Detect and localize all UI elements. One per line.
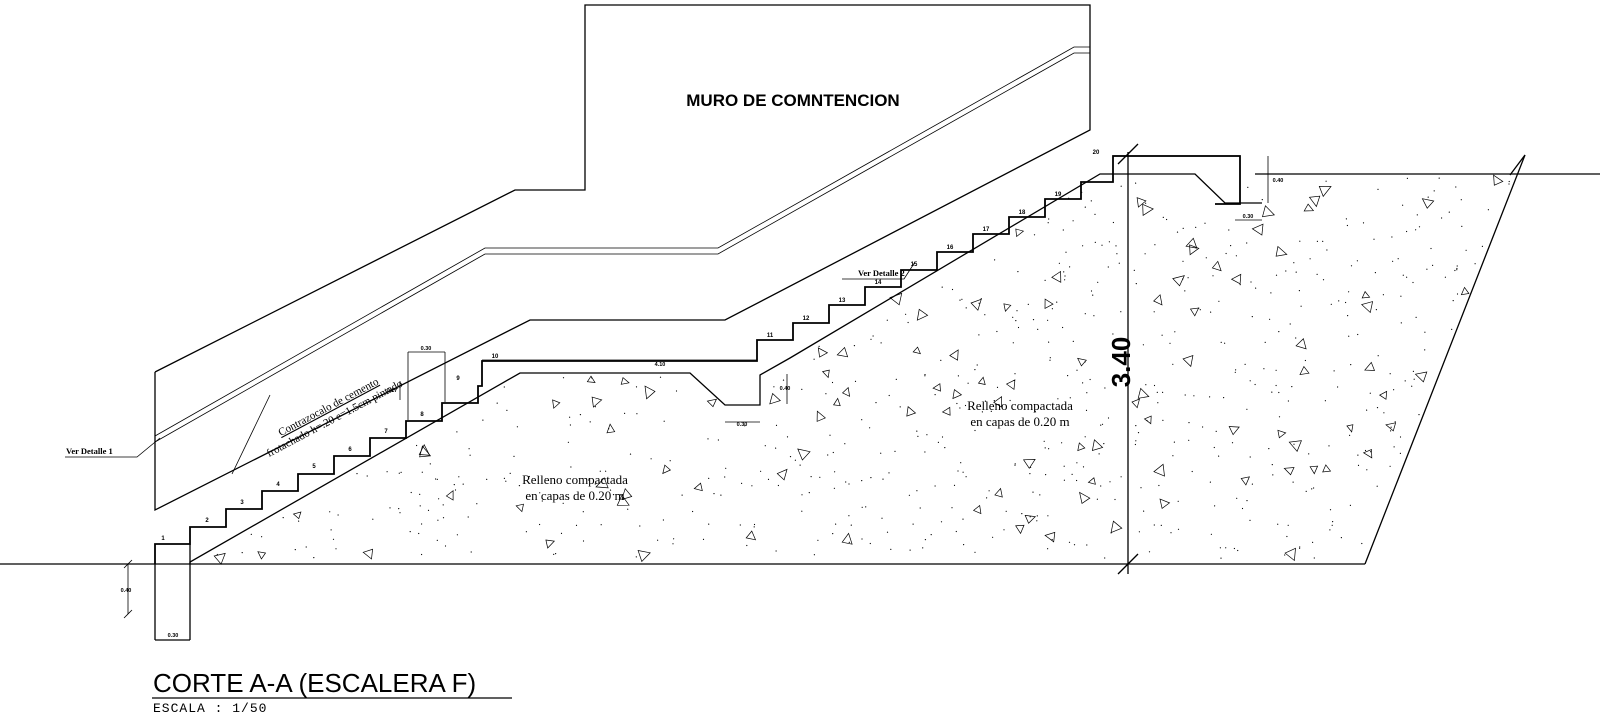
detail-ref-2-leader xyxy=(842,261,916,280)
fill-label-right-line2: en capas de 0.20 m xyxy=(970,414,1069,429)
detail-ref-2: Ver Detalle 2 xyxy=(858,268,905,278)
step-number: 3 xyxy=(240,500,244,506)
landing-beam-width-dimension: 0.30 xyxy=(737,422,748,428)
top-beam-depth-dimension: 0.40 xyxy=(1273,178,1284,184)
step-number: 16 xyxy=(947,245,954,251)
step-number: 9 xyxy=(456,376,460,382)
step-number: 17 xyxy=(983,227,990,233)
step-number: 8 xyxy=(420,412,424,418)
step-number: 13 xyxy=(839,298,846,304)
handrail-note: Contrazocalo de cemento frotachado h=.20… xyxy=(265,376,405,460)
detail-ref-1: Ver Detalle 1 xyxy=(66,446,113,456)
handrail-note-line2: frotachado h=.20 e=1.5cm pintado xyxy=(265,378,405,460)
step-number: 4 xyxy=(276,482,280,488)
fill-label-left-line1: Relleno compactada xyxy=(522,472,628,487)
step-number: 11 xyxy=(767,333,774,339)
staircase-profile xyxy=(154,155,1262,641)
base-depth-dimension: 0.40 xyxy=(121,588,132,594)
step-number: 2 xyxy=(205,518,209,524)
wall-title: MURO DE COMNTENCION xyxy=(686,91,899,110)
step-number: 12 xyxy=(803,316,810,322)
step-number: 18 xyxy=(1019,210,1026,216)
small-dimension-marks xyxy=(123,156,1269,641)
riser-height-dimension: 0.17 xyxy=(387,388,398,394)
ground-line xyxy=(0,154,1600,565)
fill-label-left-line2: en capas de 0.20 m xyxy=(525,488,624,503)
base-width-dimension: 0.30 xyxy=(168,633,179,639)
step-number: 20 xyxy=(1093,150,1100,156)
step-number: 5 xyxy=(312,464,316,470)
landing-beam-depth-dimension: 0.40 xyxy=(780,386,791,392)
tread-width-dimension: 0.30 xyxy=(421,346,432,352)
step-number: 14 xyxy=(875,280,882,286)
step-number: 7 xyxy=(384,429,388,435)
top-beam-width-dimension: 0.30 xyxy=(1243,214,1254,220)
retaining-wall xyxy=(154,4,1091,512)
step-number: 15 xyxy=(911,262,918,268)
height-dimension-line xyxy=(1117,143,1139,575)
compacted-fill-hatch xyxy=(213,174,1510,565)
step-number: 1 xyxy=(161,536,165,542)
drawing-scale: ESCALA : 1/50 xyxy=(153,701,267,716)
drawing-title: CORTE A-A (ESCALERA F) xyxy=(153,668,476,698)
step-number: 19 xyxy=(1055,192,1062,198)
detail-ref-1-leader xyxy=(65,437,161,458)
step-number: 6 xyxy=(348,447,352,453)
fill-label-right-line1: Relleno compactada xyxy=(967,398,1073,413)
step-number: 10 xyxy=(492,354,499,360)
height-dimension: 3.40 xyxy=(1106,337,1136,388)
landing-length-dimension: 4.10 xyxy=(655,362,666,368)
